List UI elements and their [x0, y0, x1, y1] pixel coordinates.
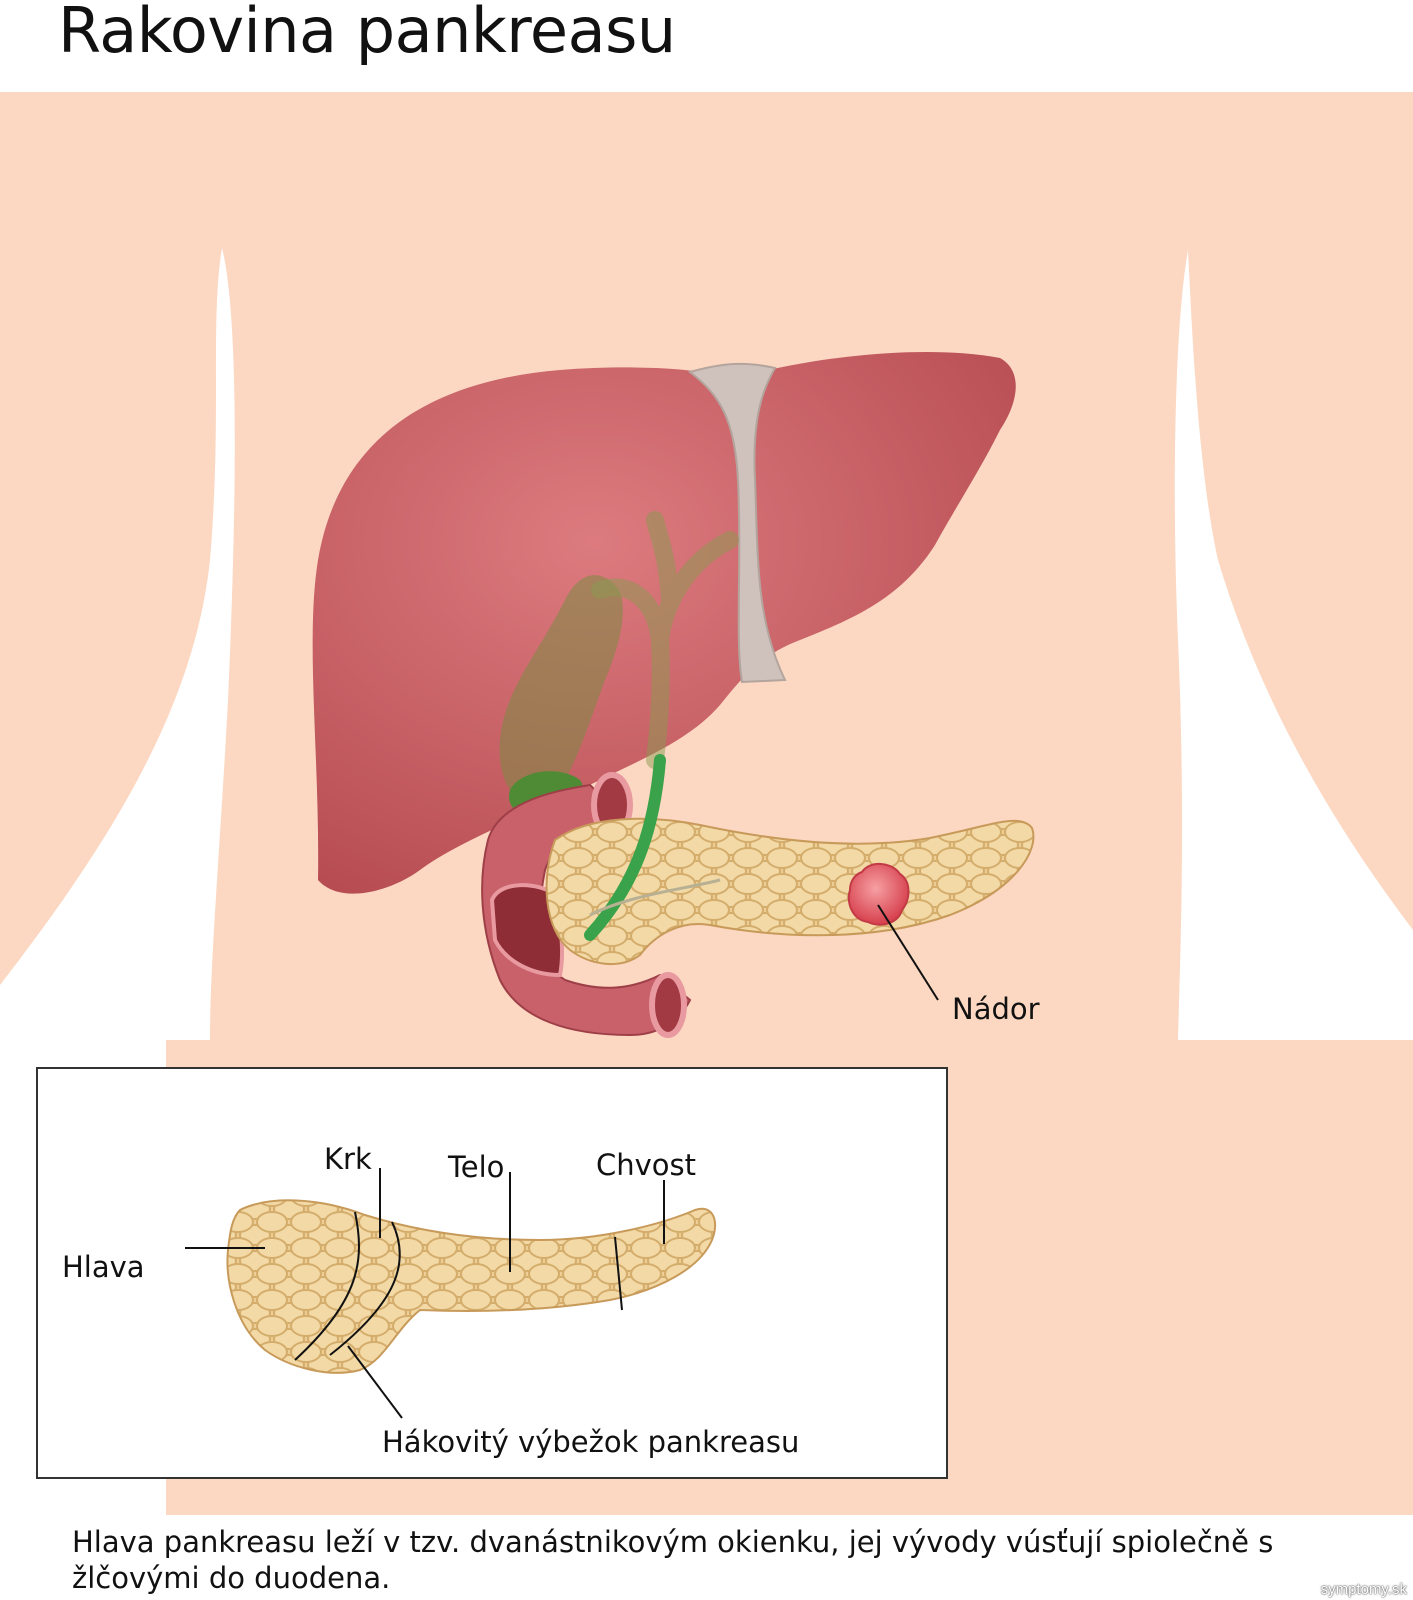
pancreas: [545, 817, 1035, 966]
tumor: [847, 863, 910, 926]
right-arm-gap: [1174, 250, 1413, 1040]
uncinate-leader: [347, 1345, 403, 1419]
tumor-leader-line: [877, 904, 939, 1001]
falciform-ligament: [687, 362, 787, 684]
hepatic-duct: [591, 511, 739, 769]
common-bile-duct: [584, 754, 666, 941]
caption-text: Hlava pankreasu leží v tzv. dvanástnikov…: [72, 1525, 1274, 1595]
left-arm-gap: [0, 248, 235, 1040]
neck-division-2: [329, 1221, 401, 1356]
page-title: Rakovina pankreasu: [58, 0, 676, 67]
label-tail: Chvost: [596, 1148, 697, 1182]
duodenum-opening-bottom: [649, 972, 687, 1038]
gallbladder: [499, 575, 623, 804]
pancreatic-duct: [589, 878, 721, 917]
label-neck: Krk: [324, 1142, 372, 1176]
label-uncinate: Hákovitý výbežok pankreasu: [382, 1425, 800, 1459]
tail-division: [614, 1236, 623, 1311]
label-body: Telo: [448, 1150, 505, 1184]
label-head: Hlava: [62, 1250, 145, 1284]
label-tumor: Nádor: [952, 992, 1040, 1026]
neck-division-1: [294, 1211, 360, 1361]
watermark: symptomy.sk: [1320, 1581, 1407, 1598]
inset-pancreas: [226, 1199, 717, 1374]
